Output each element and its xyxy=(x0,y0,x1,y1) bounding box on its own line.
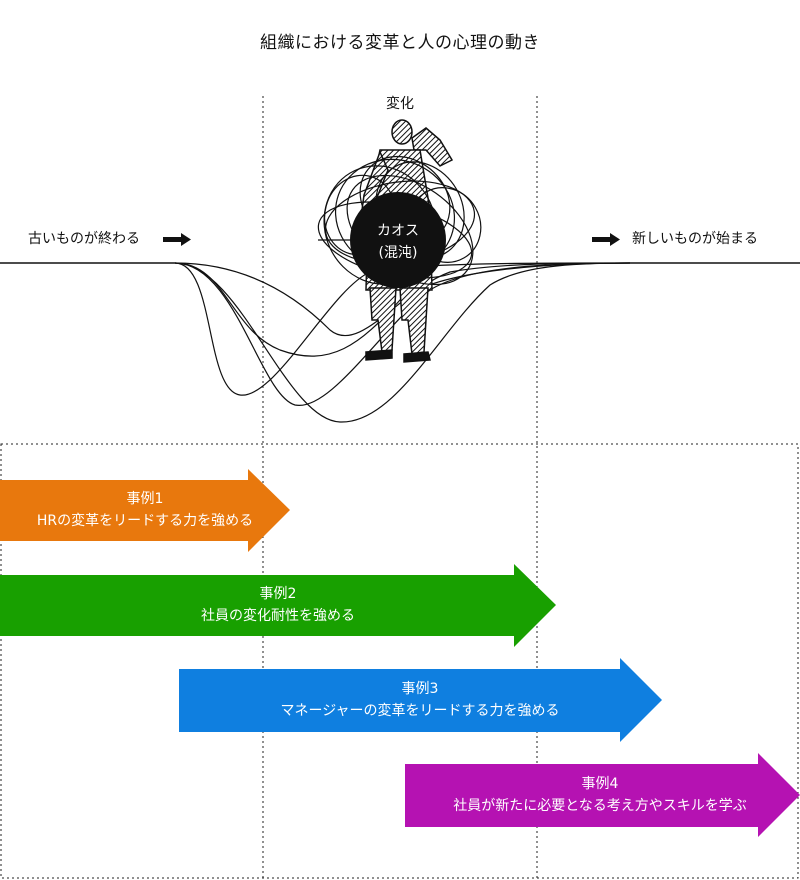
case-4-label: 事例4 xyxy=(581,776,619,792)
case-3-label: 事例3 xyxy=(401,681,439,697)
case-4-text: 事例4 社員が新たに必要となる考え方やスキルを学ぶ xyxy=(420,773,780,817)
case-2-description: 社員の変化耐性を強める xyxy=(201,608,355,624)
diagram-title: 組織における変革と人の心理の動き xyxy=(260,33,540,53)
case-3-description: マネージャーの変革をリードする力を強める xyxy=(280,703,560,719)
case-1-arrow xyxy=(0,469,290,552)
case-1-label: 事例1 xyxy=(126,491,164,507)
curve-1 xyxy=(174,262,631,396)
case-4-description: 社員が新たに必要となる考え方やスキルを学ぶ xyxy=(453,798,747,814)
arrow-new xyxy=(592,233,620,246)
case-3-arrow xyxy=(179,658,662,742)
old-end-label: 古いものが終わる xyxy=(28,231,140,247)
curve-3 xyxy=(174,262,631,406)
chaos-line2: (混沌) xyxy=(378,245,418,261)
chaos-label: カオス (混沌) xyxy=(348,220,448,264)
cases-frame xyxy=(0,443,799,879)
case-2-text: 事例2 社員の変化耐性を強める xyxy=(0,583,556,627)
change-curves xyxy=(174,262,631,423)
change-label: 変化 xyxy=(386,96,414,112)
case-1-text: 事例1 HRの変革をリードする力を強める xyxy=(0,488,290,532)
case-4-arrow xyxy=(405,753,800,837)
new-start-label: 新しいものが始まる xyxy=(632,231,758,247)
arrow-old xyxy=(163,233,191,246)
chaos-circle xyxy=(350,192,446,288)
case-3-text: 事例3 マネージャーの変革をリードする力を強める xyxy=(200,678,640,722)
chaos-line1: カオス xyxy=(377,223,419,239)
case-2-arrow xyxy=(0,564,556,647)
case-2-label: 事例2 xyxy=(259,586,297,602)
curve-4 xyxy=(174,262,631,423)
case-1-description: HRの変革をリードする力を強める xyxy=(36,513,254,529)
curve-2 xyxy=(174,262,631,357)
